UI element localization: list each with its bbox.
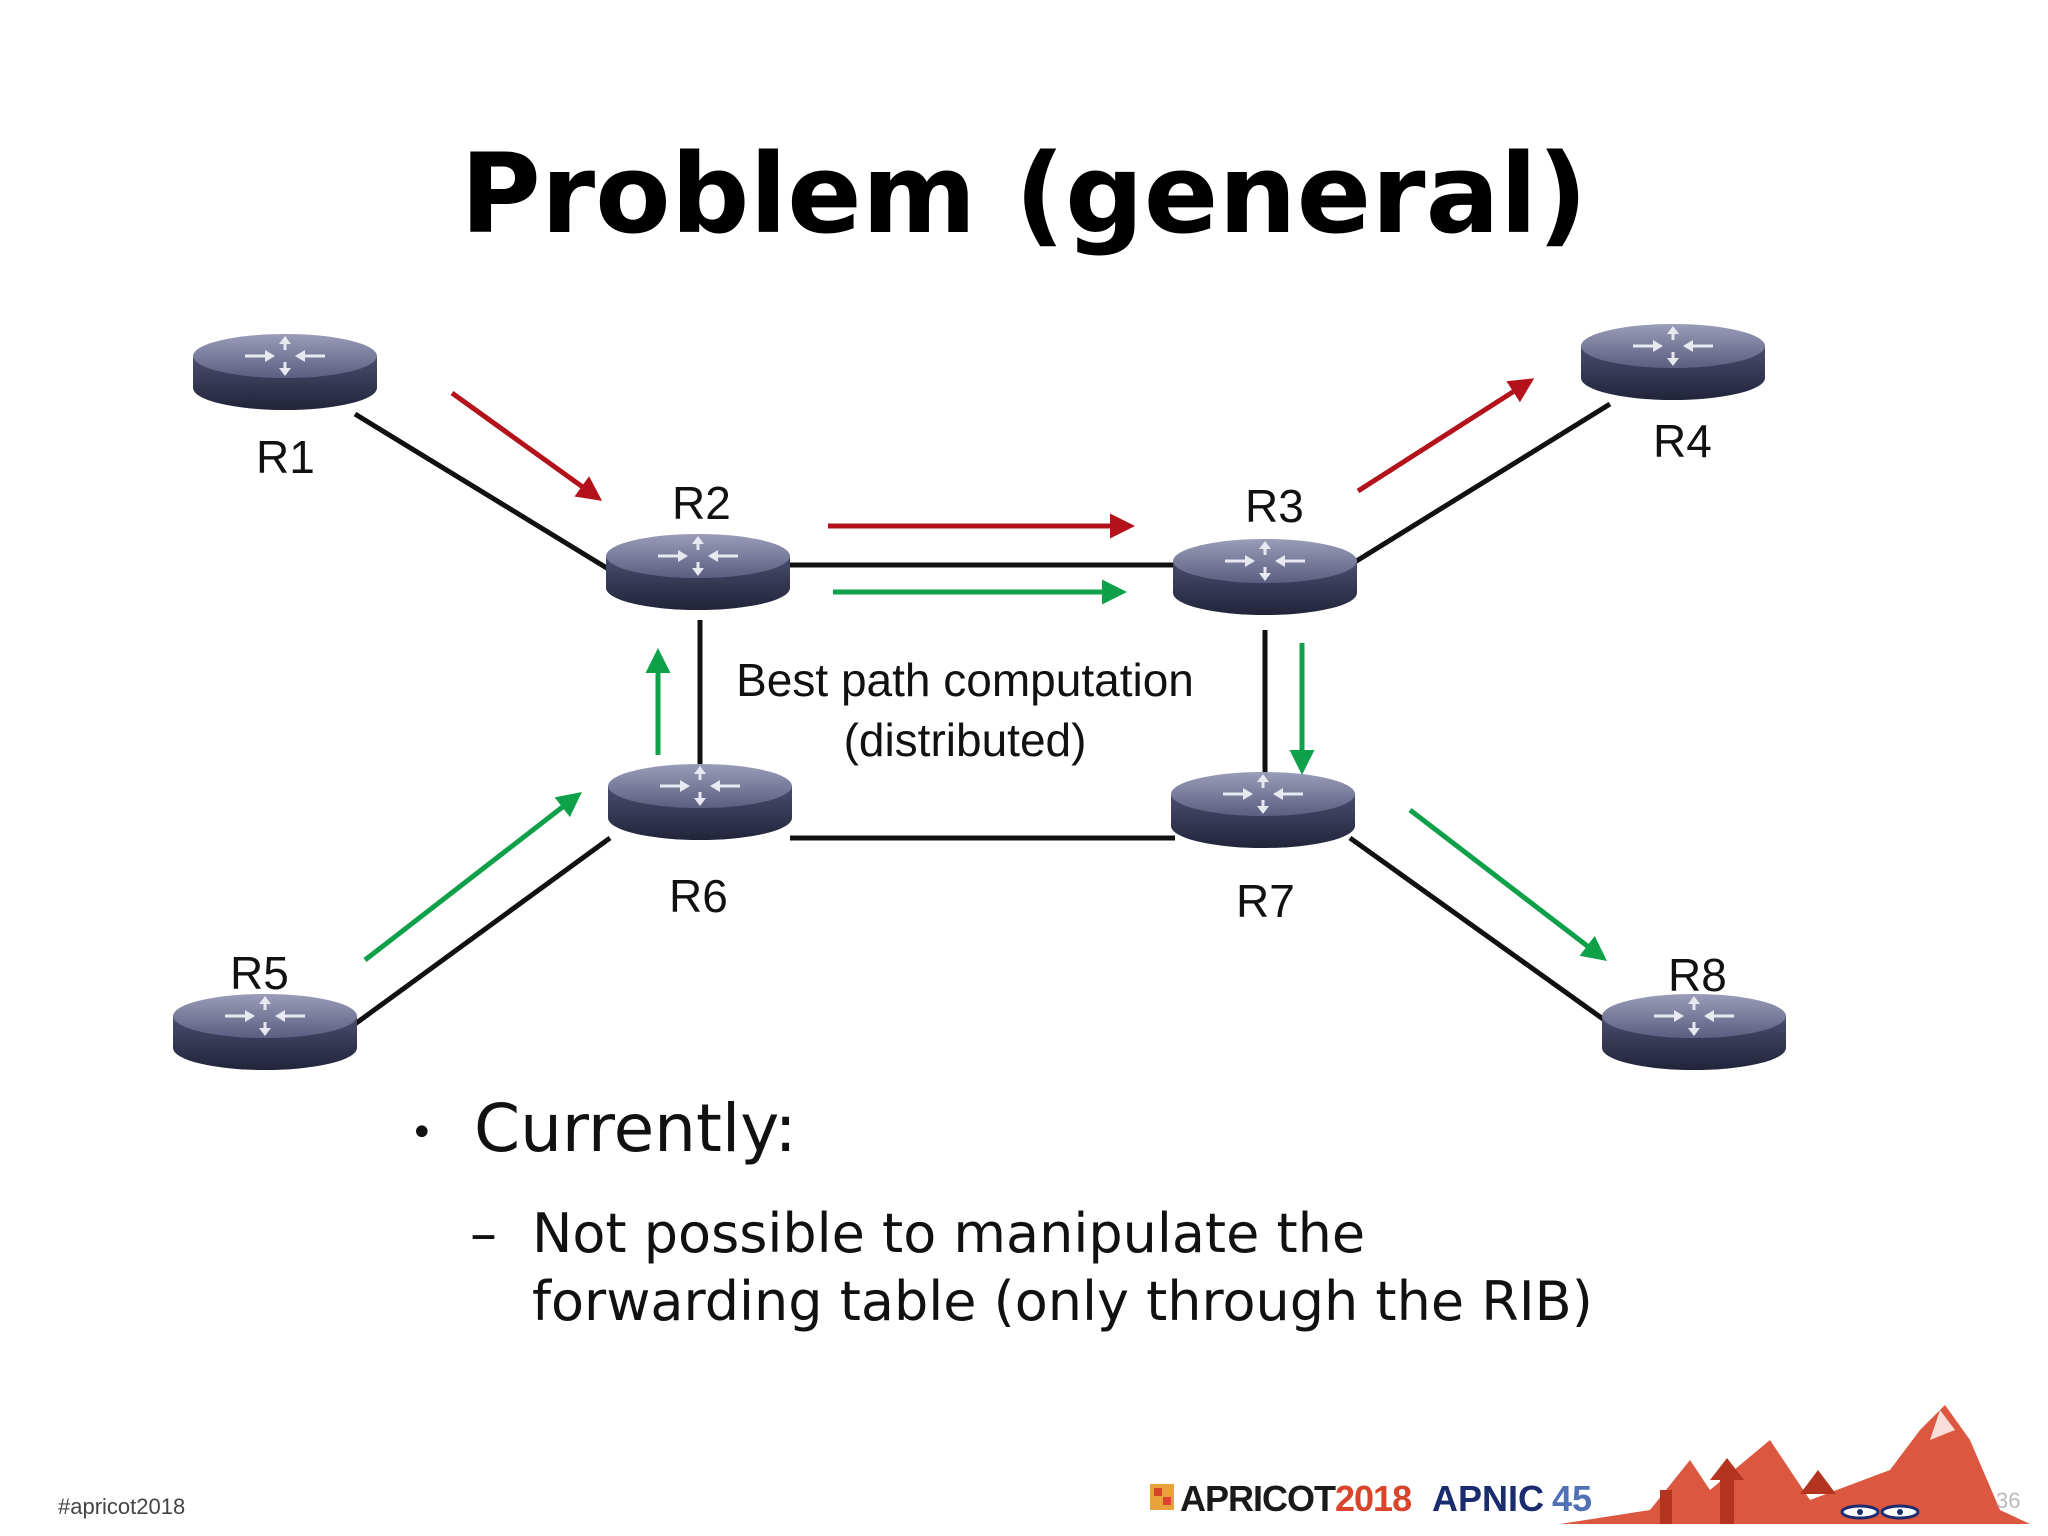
router-r5-icon — [171, 992, 359, 1072]
router-r7-icon — [1169, 770, 1357, 850]
links — [353, 401, 1612, 1027]
green-arrows — [363, 579, 1607, 962]
footer-hashtag: #apricot2018 — [58, 1494, 186, 1519]
apricot-logo-text: APRICOT2018 — [1180, 1478, 1412, 1520]
center-caption-line2: (distributed) — [843, 714, 1087, 766]
red-arrows — [450, 378, 1535, 539]
link-r5-r6 — [353, 835, 612, 1027]
link-r3-r4 — [1348, 401, 1612, 568]
red-arrow-r1-r2 — [450, 390, 603, 501]
router-r6-icon — [606, 762, 794, 842]
sub-bullet-line1: Not possible to manipulate the — [532, 1202, 1366, 1265]
router-label-r1: R1 — [256, 431, 315, 483]
router-label-r8: R8 — [1668, 949, 1727, 1001]
bullet-marker: • — [410, 1109, 434, 1156]
router-r2-icon — [604, 532, 792, 612]
bullet-text: Currently: — [474, 1090, 797, 1167]
router-r4-icon — [1579, 322, 1767, 402]
apricot-logo-year: 2018 — [1335, 1478, 1412, 1519]
center-caption-line1: Best path computation — [736, 654, 1194, 706]
router-label-r7: R7 — [1236, 875, 1295, 927]
apnic-logo-name: APNIC — [1432, 1478, 1545, 1519]
link-r7-r8 — [1348, 835, 1612, 1027]
router-label-r5: R5 — [230, 947, 289, 999]
router-r1-icon — [191, 332, 379, 412]
router-r3-icon — [1171, 537, 1359, 617]
center-caption: Best path computation (distributed) — [700, 650, 1230, 770]
slide-title: Problem (general) — [460, 130, 1588, 258]
link-r1-r2 — [353, 411, 612, 573]
router-label-r6: R6 — [669, 870, 728, 922]
apricot-logo-icon — [1150, 1484, 1174, 1510]
router-label-r3: R3 — [1245, 480, 1304, 532]
apricot-logo-name: APRICOT — [1180, 1478, 1336, 1519]
sub-bullet-line2: forwarding table (only through the RIB) — [532, 1270, 1593, 1333]
mountain-temple-logo-icon — [1560, 1405, 2030, 1524]
bullet-item: • Currently: — [410, 1090, 797, 1167]
sub-bullet-marker: – — [470, 1202, 497, 1265]
green-arrow-r7-r8 — [1408, 808, 1607, 962]
red-arrow-r3-r4 — [1356, 378, 1535, 494]
page-number: 36 — [1996, 1488, 2021, 1513]
apnic-logo-number: 45 — [1552, 1478, 1593, 1519]
green-arrow-r5-r6 — [363, 791, 582, 962]
router-r8-icon — [1600, 992, 1788, 1072]
router-label-r4: R4 — [1653, 415, 1712, 467]
router-label-r2: R2 — [672, 477, 731, 529]
